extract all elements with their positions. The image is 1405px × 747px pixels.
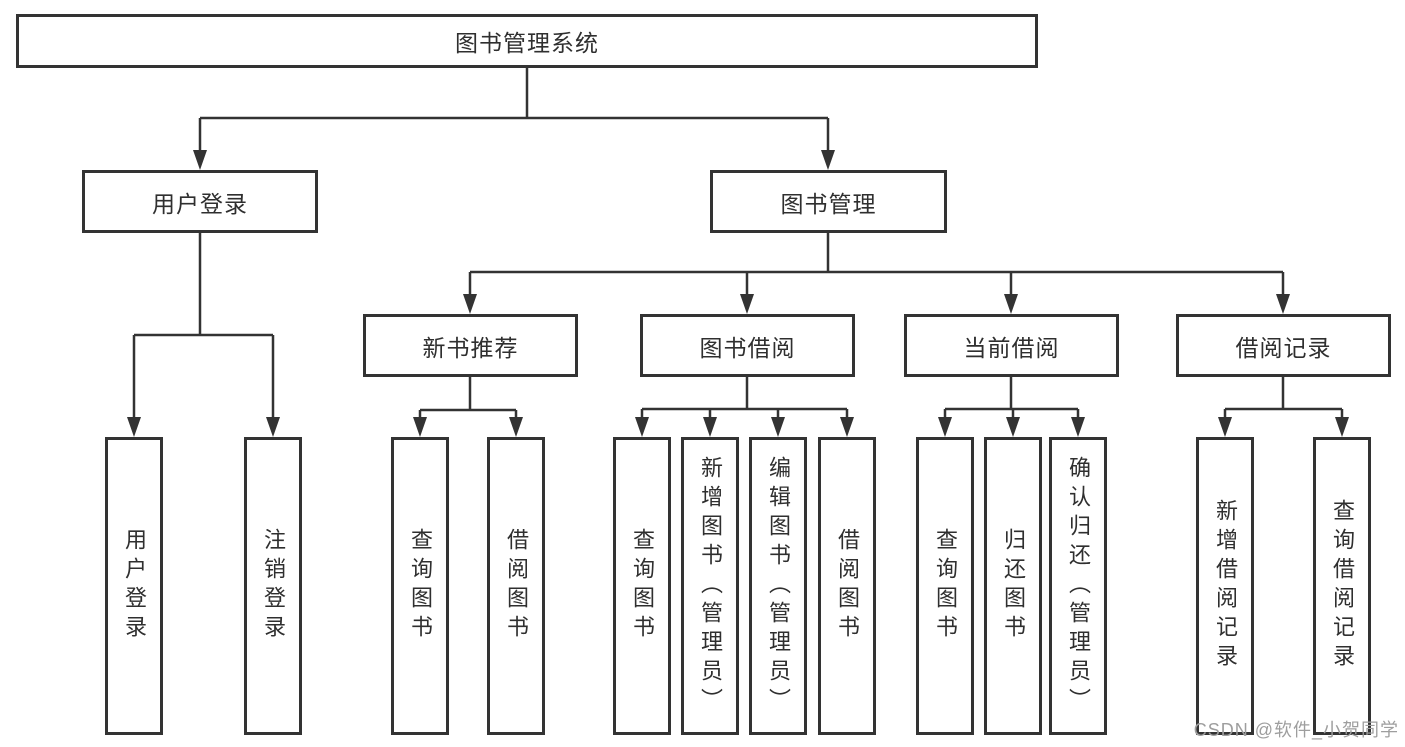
node-label: 确认归还（管理员） — [1066, 455, 1091, 717]
leaf-edit-books-admin: 编辑图书（管理员） — [749, 437, 807, 735]
node-label: 借阅图书 — [504, 528, 529, 644]
node-label: 借阅记录 — [1235, 334, 1332, 361]
arrowhead-icon — [1276, 294, 1290, 314]
leaf-query-borrow-record: 查询借阅记录 — [1313, 437, 1371, 735]
arrowhead-icon — [938, 417, 952, 437]
arrowhead-icon — [509, 417, 523, 437]
node-label: 查询图书 — [408, 528, 433, 644]
leaf-return-books: 归还图书 — [984, 437, 1042, 735]
connector-userlogin-to-leaves — [127, 233, 280, 437]
node-label: 图书借阅 — [699, 334, 796, 361]
leaf-add-books-admin: 新增图书（管理员） — [681, 437, 739, 735]
node-book-management: 图书管理 — [710, 170, 947, 233]
arrowhead-icon — [771, 417, 785, 437]
connector-line — [468, 233, 1285, 296]
node-label: 查询借阅记录 — [1330, 499, 1355, 673]
node-label: 注销登录 — [261, 528, 286, 644]
arrowhead-icon — [821, 150, 835, 170]
node-label: 新增借阅记录 — [1213, 499, 1238, 673]
connector-line — [943, 377, 1080, 420]
node-label: 查询图书 — [933, 528, 958, 644]
connector-newbooks-to-leaves — [413, 377, 523, 437]
connector-line — [1223, 377, 1344, 420]
arrowhead-icon — [463, 294, 477, 314]
connector-line — [418, 377, 518, 420]
node-label: 图书管理系统 — [455, 30, 599, 56]
leaf-query-books-1: 查询图书 — [391, 437, 449, 735]
node-label: 借阅图书 — [835, 528, 860, 644]
node-label: 新增图书（管理员） — [698, 455, 723, 717]
arrowhead-icon — [840, 417, 854, 437]
arrowhead-icon — [740, 294, 754, 314]
leaf-borrow-books-2: 借阅图书 — [818, 437, 876, 735]
arrowhead-icon — [266, 417, 280, 437]
arrowhead-icon — [127, 417, 141, 437]
connector-line — [198, 68, 830, 152]
arrowhead-icon — [193, 150, 207, 170]
connector-bookmgmt-to-level3 — [463, 233, 1290, 314]
node-label: 归还图书 — [1001, 528, 1026, 644]
node-label: 新书推荐 — [422, 334, 519, 361]
node-borrow-records: 借阅记录 — [1176, 314, 1391, 377]
arrowhead-icon — [635, 417, 649, 437]
arrowhead-icon — [703, 417, 717, 437]
node-system-root: 图书管理系统 — [16, 14, 1038, 68]
connector-line — [132, 233, 275, 419]
arrowhead-icon — [1335, 417, 1349, 437]
leaf-user-login: 用户登录 — [105, 437, 163, 735]
leaf-confirm-return-admin: 确认归还（管理员） — [1049, 437, 1107, 735]
leaf-query-books-3: 查询图书 — [916, 437, 974, 735]
arrowhead-icon — [413, 417, 427, 437]
connector-root-to-level2 — [193, 68, 835, 170]
leaf-add-borrow-record: 新增借阅记录 — [1196, 437, 1254, 735]
leaf-borrow-books-1: 借阅图书 — [487, 437, 545, 735]
node-label: 当前借阅 — [963, 334, 1060, 361]
arrowhead-icon — [1071, 417, 1085, 437]
node-user-login: 用户登录 — [82, 170, 318, 233]
arrowhead-icon — [1218, 417, 1232, 437]
connector-line — [640, 377, 849, 420]
connector-borrow-to-leaves — [635, 377, 854, 437]
node-book-borrow: 图书借阅 — [640, 314, 855, 377]
node-current-borrow: 当前借阅 — [904, 314, 1119, 377]
arrowhead-icon — [1006, 417, 1020, 437]
leaf-query-books-2: 查询图书 — [613, 437, 671, 735]
connector-current-to-leaves — [938, 377, 1085, 437]
leaf-logout: 注销登录 — [244, 437, 302, 735]
node-new-book-recommend: 新书推荐 — [363, 314, 578, 377]
node-label: 用户登录 — [152, 190, 248, 217]
connector-records-to-leaves — [1218, 377, 1349, 437]
node-label: 编辑图书（管理员） — [766, 455, 791, 717]
node-label: 用户登录 — [122, 528, 147, 644]
watermark: CSDN @软件_小贺同学 — [1193, 720, 1399, 740]
node-label: 查询图书 — [630, 528, 655, 644]
node-label: 图书管理 — [780, 190, 877, 217]
arrowhead-icon — [1004, 294, 1018, 314]
